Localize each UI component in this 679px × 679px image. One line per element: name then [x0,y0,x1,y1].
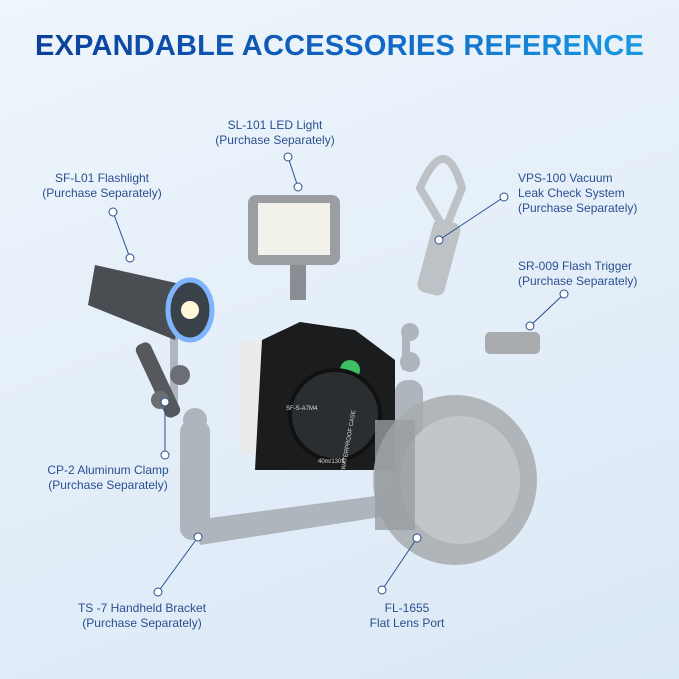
flashlight [88,265,215,343]
callout-sl101: SL-101 LED Light (Purchase Separately) [215,118,334,148]
page-title: EXPANDABLE ACCESSORIES REFERENCE [0,30,679,63]
callout-line: FL-1655 [384,601,430,615]
callout-line: (Purchase Separately) [82,616,202,630]
callout-line: CP-2 Aluminum Clamp [47,463,169,477]
callout-line: Leak Check System [518,186,625,200]
led-light [248,195,340,300]
callout-line: (Purchase Separately) [215,133,335,147]
camera-housing: SF-S-A7M4 WATERPROOF CASE 40m/130ft [238,322,395,470]
callout-sr009: SR-009 Flash Trigger (Purchase Separatel… [518,259,637,289]
callout-line: (Purchase Separately) [42,186,162,200]
callout-vps100: VPS-100 Vacuum Leak Check System (Purcha… [518,171,637,216]
callout-line: TS -7 Handheld Bracket [77,601,207,615]
callout-sfl01: SF-L01 Flashlight (Purchase Separately) [42,171,161,201]
callout-line: SF-L01 Flashlight [54,171,150,185]
housing-depth: 40m/130ft [318,459,345,465]
callout-fl1655: FL-1655 Flat Lens Port [370,601,445,631]
callout-cp2: CP-2 Aluminum Clamp (Purchase Separately… [47,463,168,493]
callout-line: (Purchase Separately) [518,201,638,215]
callout-line: (Purchase Separately) [48,478,168,492]
aluminum-clamp [135,342,190,418]
callout-ts7: TS -7 Handheld Bracket (Purchase Separat… [78,601,206,631]
callout-line: SL-101 LED Light [227,118,323,132]
housing-model: SF-S-A7M4 [286,406,318,412]
leader-lines [108,152,569,597]
vacuum-pump [415,155,467,296]
flat-lens-port [373,395,537,565]
flash-trigger [485,332,540,354]
callout-line: SR-009 Flash Trigger [518,259,633,273]
callout-line: Flat Lens Port [369,616,445,630]
callout-line: VPS-100 Vacuum [518,171,613,185]
callout-line: (Purchase Separately) [518,274,638,288]
